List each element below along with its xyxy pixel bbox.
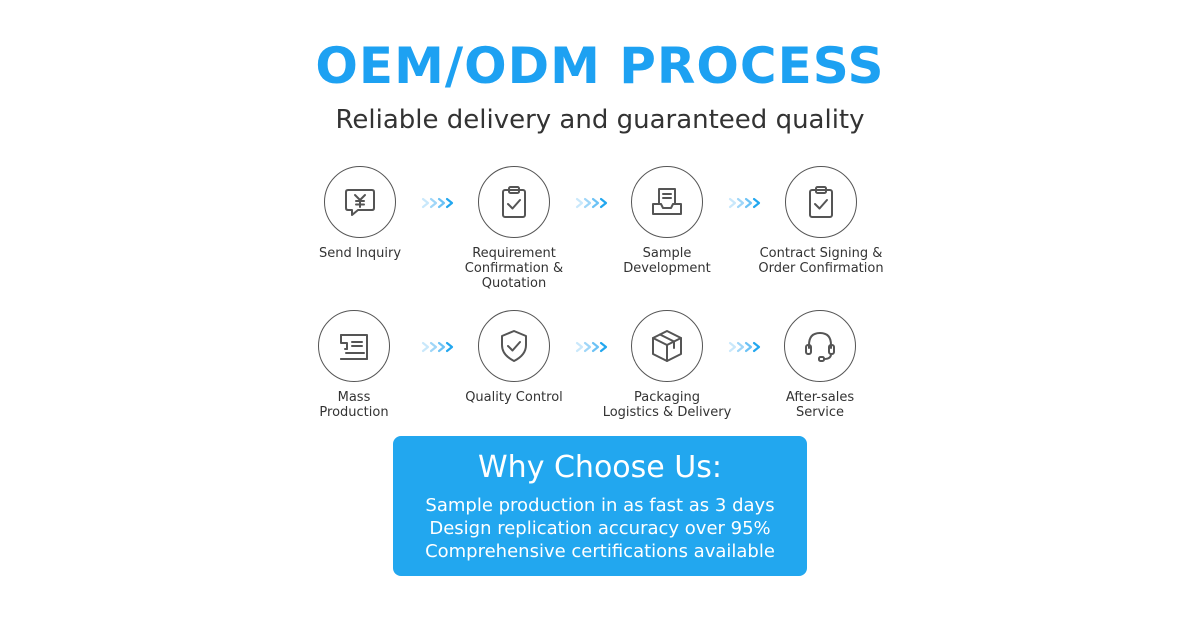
step-icon-circle: [785, 166, 857, 238]
step-packaging-logistics: Packaging Logistics & Delivery: [587, 310, 747, 420]
step-icon-circle: [478, 166, 550, 238]
flow-arrows: [572, 340, 612, 354]
package-box-icon: [652, 330, 682, 362]
step-label: Send Inquiry: [318, 246, 402, 261]
step-label: Packaging Logistics & Delivery: [602, 390, 732, 420]
step-mass-production: Mass Production: [274, 310, 434, 420]
step-label: Mass Production: [319, 390, 389, 420]
chevrons-right-icon: [728, 341, 761, 353]
page-title: OEM/ODM PROCESS: [315, 37, 885, 95]
flow-arrows: [725, 196, 765, 210]
step-icon-circle: [478, 310, 550, 382]
step-label: After-sales Service: [785, 390, 855, 420]
flow-arrows: [725, 340, 765, 354]
why-line: Design replication accuracy over 95%: [429, 518, 771, 539]
chevrons-right-icon: [421, 341, 454, 353]
flow-arrows: [572, 196, 612, 210]
sewing-machine-icon: [340, 334, 368, 360]
step-after-sales-service: After-sales Service: [740, 310, 900, 420]
step-label: Contract Signing & Order Confirmation: [758, 246, 884, 276]
yen-chat-bubble-icon: [345, 189, 375, 216]
clipboard-check-icon: [809, 186, 833, 218]
why-line: Sample production in as fast as 3 days: [425, 495, 775, 516]
step-sample-development: Sample Development: [587, 166, 747, 276]
chevrons-right-icon: [728, 197, 761, 209]
step-icon-circle: [324, 166, 396, 238]
shield-check-icon: [501, 330, 527, 362]
chevrons-right-icon: [421, 197, 454, 209]
step-requirement-confirmation: Requirement Confirmation & Quotation: [434, 166, 594, 291]
step-contract-signing: Contract Signing & Order Confirmation: [741, 166, 901, 276]
step-quality-control: Quality Control: [434, 310, 594, 405]
step-icon-circle: [631, 310, 703, 382]
clipboard-check-icon: [502, 186, 526, 218]
step-label: Quality Control: [465, 390, 563, 405]
step-label: Requirement Confirmation & Quotation: [464, 246, 564, 291]
step-icon-circle: [318, 310, 390, 382]
chevrons-right-icon: [575, 197, 608, 209]
headset-icon: [805, 332, 835, 362]
step-icon-circle: [631, 166, 703, 238]
page-subtitle: Reliable delivery and guaranteed quality: [335, 105, 865, 135]
flow-arrows: [418, 340, 458, 354]
chevrons-right-icon: [575, 341, 608, 353]
flow-arrows: [418, 196, 458, 210]
why-line: Comprehensive certifications available: [425, 541, 775, 562]
step-send-inquiry: Send Inquiry: [280, 166, 440, 261]
step-icon-circle: [784, 310, 856, 382]
why-title: Why Choose Us:: [478, 450, 722, 485]
document-tray-icon: [652, 188, 682, 215]
why-choose-us-panel: Why Choose Us: Sample production in as f…: [393, 436, 807, 576]
step-label: Sample Development: [623, 246, 711, 276]
